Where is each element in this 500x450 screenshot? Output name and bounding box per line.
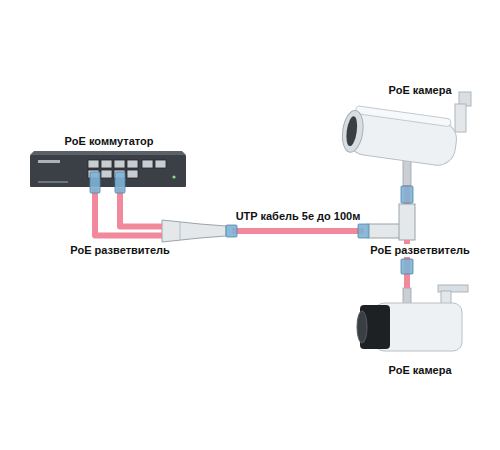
port	[127, 160, 138, 168]
switch-logo	[38, 160, 60, 163]
splitter-body	[162, 220, 226, 242]
switch-picture	[30, 151, 186, 187]
port	[155, 160, 166, 168]
switch-node: PoE коммутатор	[28, 133, 186, 188]
camera-sunshield	[355, 106, 451, 127]
camera-picture	[340, 92, 471, 186]
splitter-body	[399, 204, 415, 240]
switch-stripe	[38, 181, 68, 183]
utp-cable	[95, 188, 162, 235]
camera-node: PoE камера	[335, 82, 472, 185]
port	[114, 160, 125, 168]
port	[127, 170, 138, 178]
utp-cable	[232, 228, 364, 234]
camera-cable-stub	[403, 160, 411, 186]
rj45-plugs	[90, 172, 413, 274]
rj45-plug	[401, 186, 413, 203]
camera-node: PoE камера	[355, 288, 472, 378]
camera-cable-stub	[403, 288, 411, 305]
switch-front	[30, 155, 186, 187]
port	[142, 160, 153, 168]
device-label: PoE коммутатор	[63, 135, 156, 148]
splitter-node: PoE разветвитель	[162, 220, 232, 242]
camera-mount-arm	[455, 104, 466, 132]
utp-cable	[120, 188, 162, 227]
rj45-plug	[401, 259, 413, 274]
rj45-plug	[358, 224, 369, 238]
device-label: PoE камера	[386, 364, 453, 377]
cable-label: UTP кабель 5е до 100м	[234, 210, 363, 223]
port	[101, 160, 112, 168]
camera-lens	[357, 311, 367, 343]
camera-lens	[345, 116, 359, 147]
port	[88, 160, 99, 168]
rj45-plug	[115, 172, 125, 193]
splitter-picture	[368, 204, 415, 240]
port	[101, 170, 112, 178]
camera-front	[340, 109, 366, 153]
rj45-plug	[226, 225, 237, 237]
splitter-node: PoE разветвитель	[364, 204, 418, 240]
device-label: PoE камера	[386, 84, 453, 97]
device-label: PoE разветвитель	[68, 244, 172, 257]
camera-picture	[357, 285, 468, 351]
switch-top	[30, 151, 186, 155]
device-label: PoE разветвитель	[368, 244, 472, 257]
splitter-picture	[162, 220, 226, 242]
switch-led	[172, 175, 175, 178]
camera-body-group	[340, 104, 460, 167]
rj45-plug	[90, 172, 100, 193]
splitter-seam	[180, 222, 181, 240]
